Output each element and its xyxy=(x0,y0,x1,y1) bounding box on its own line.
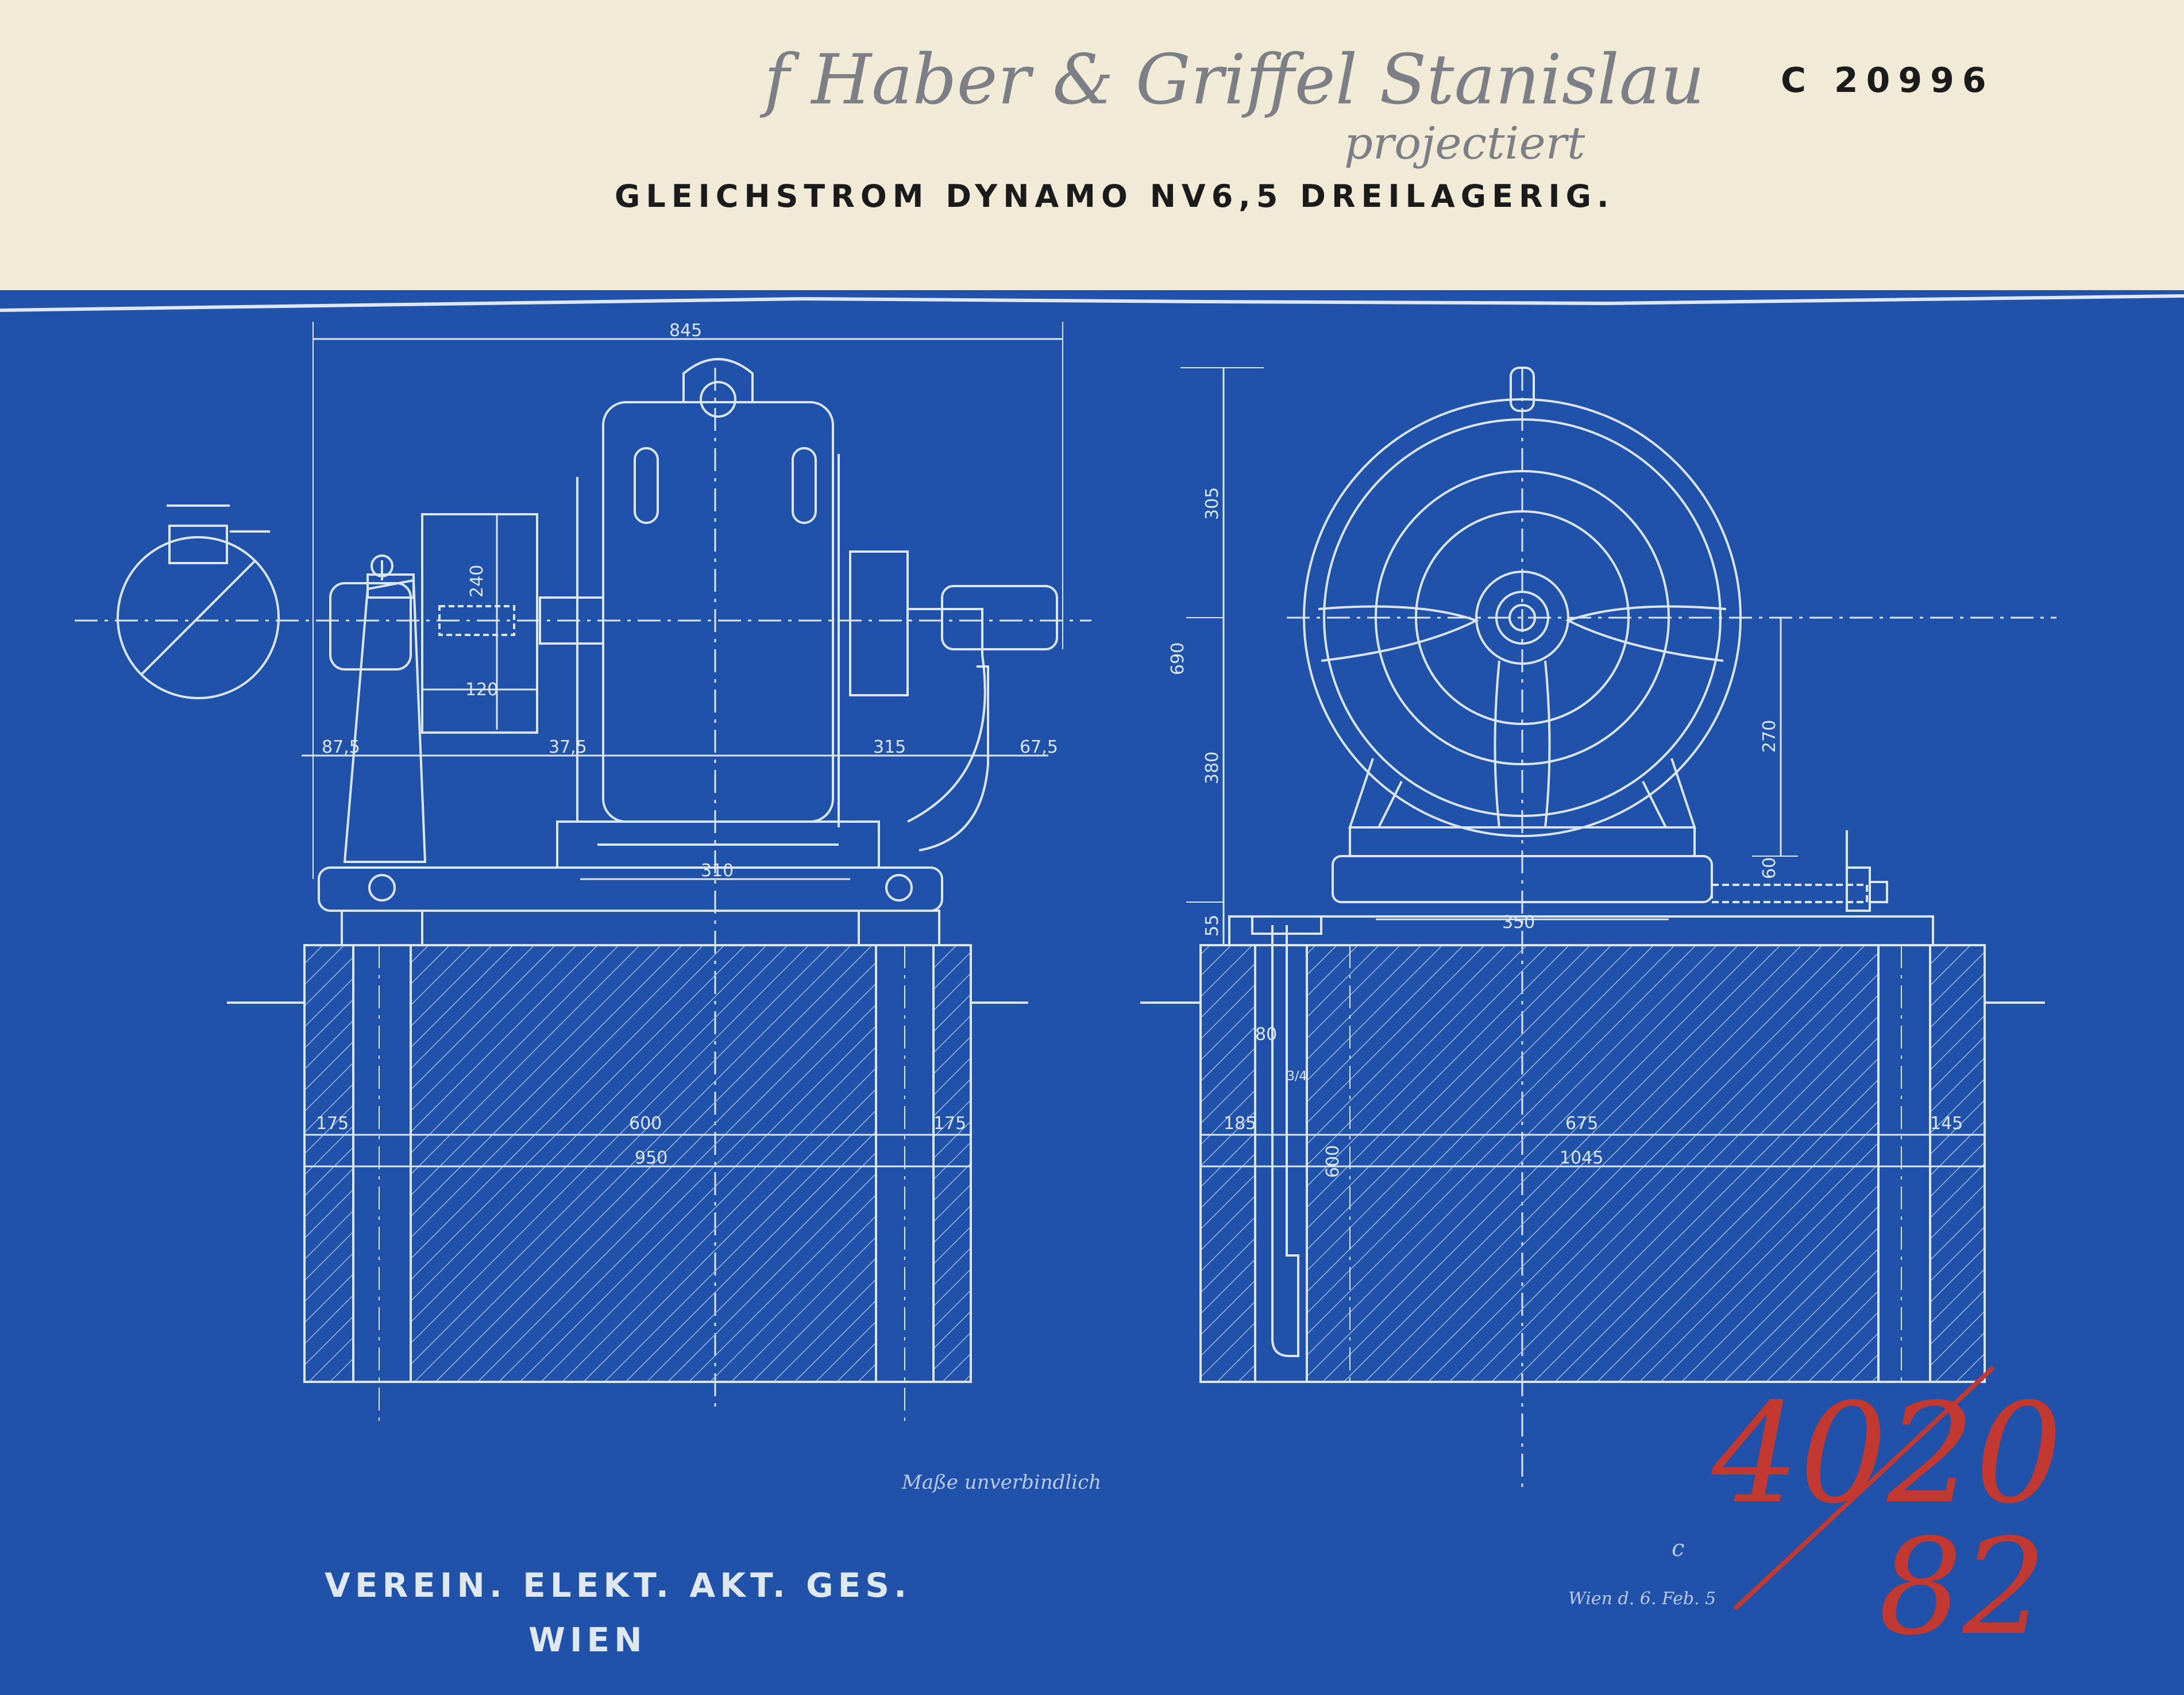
red-archive-slash xyxy=(1733,1366,1995,1611)
shaft-key-section xyxy=(117,536,280,699)
dim-950: 950 xyxy=(635,1148,667,1168)
side-view xyxy=(75,322,1091,1425)
dim-380: 380 xyxy=(1202,752,1222,784)
field-frame-circle xyxy=(1303,398,1742,837)
front-rail xyxy=(1228,915,1934,946)
dim-600: 600 xyxy=(629,1114,662,1134)
foundation-block xyxy=(303,944,972,1383)
drawing-number: C 20996 xyxy=(1781,60,1994,101)
dim-120: 120 xyxy=(465,680,498,700)
drawing-date: Wien d. 6. Feb. 5 xyxy=(1568,1589,1716,1609)
company-name: VEREIN. ELEKT. AKT. GES. xyxy=(325,1566,912,1605)
front-view xyxy=(1140,367,2056,1494)
spoke-left xyxy=(1318,605,1480,662)
dim-240: 240 xyxy=(467,565,487,598)
dim-87: 87,5 xyxy=(322,737,360,757)
check-mark: c xyxy=(1672,1535,1685,1562)
dim-845: 845 xyxy=(669,321,702,341)
dim-3-4: 3/4 xyxy=(1287,1069,1307,1084)
dim-270: 270 xyxy=(1759,720,1780,753)
dim-145: 145 xyxy=(1930,1114,1963,1134)
scale-note: Maße unverbindlich xyxy=(902,1471,1102,1494)
dim-600-vertical: 600 xyxy=(1323,1145,1343,1178)
dim-175-left: 175 xyxy=(316,1114,349,1134)
commutator xyxy=(849,550,909,696)
dim-55: 55 xyxy=(1202,915,1222,937)
handwritten-projected-note: projectiert xyxy=(1344,118,1585,170)
dim-310: 310 xyxy=(701,861,734,881)
front-foundation xyxy=(1199,944,1986,1383)
dim-175-right: 175 xyxy=(933,1114,966,1134)
dim-80: 80 xyxy=(1255,1024,1277,1045)
dim-1045: 1045 xyxy=(1560,1148,1603,1168)
dynamo-housing xyxy=(602,401,834,823)
dim-350: 350 xyxy=(1502,912,1535,933)
belt-pulley xyxy=(421,513,538,734)
dim-185: 185 xyxy=(1224,1114,1256,1134)
dim-315: 315 xyxy=(873,737,906,757)
drawing-title: GLEICHSTROM DYNAMO NV6,5 DREILAGERIG. xyxy=(615,178,1615,214)
dynamo-foot xyxy=(556,820,880,869)
outboard-bearing xyxy=(343,579,427,863)
dim-305: 305 xyxy=(1202,487,1222,520)
handwritten-customer-note: f Haber & Griffel Stanislau xyxy=(764,40,1705,120)
spoke-right xyxy=(1565,605,1727,662)
dim-37: 37,5 xyxy=(549,737,587,757)
dim-675: 675 xyxy=(1565,1114,1598,1134)
anchor-bolt xyxy=(1271,925,1299,1357)
base-frame xyxy=(318,866,943,912)
dim-60: 60 xyxy=(1759,857,1780,879)
paper-edge xyxy=(0,294,2184,312)
archive-number-bottom: 82 xyxy=(1878,1511,2047,1665)
title-label-strip xyxy=(0,0,2184,305)
dim-67: 67,5 xyxy=(1020,737,1058,757)
front-base xyxy=(1332,855,1713,903)
dim-690: 690 xyxy=(1168,642,1188,675)
company-city: WIEN xyxy=(528,1620,647,1659)
archive-number-top: 4020 xyxy=(1712,1373,2063,1534)
